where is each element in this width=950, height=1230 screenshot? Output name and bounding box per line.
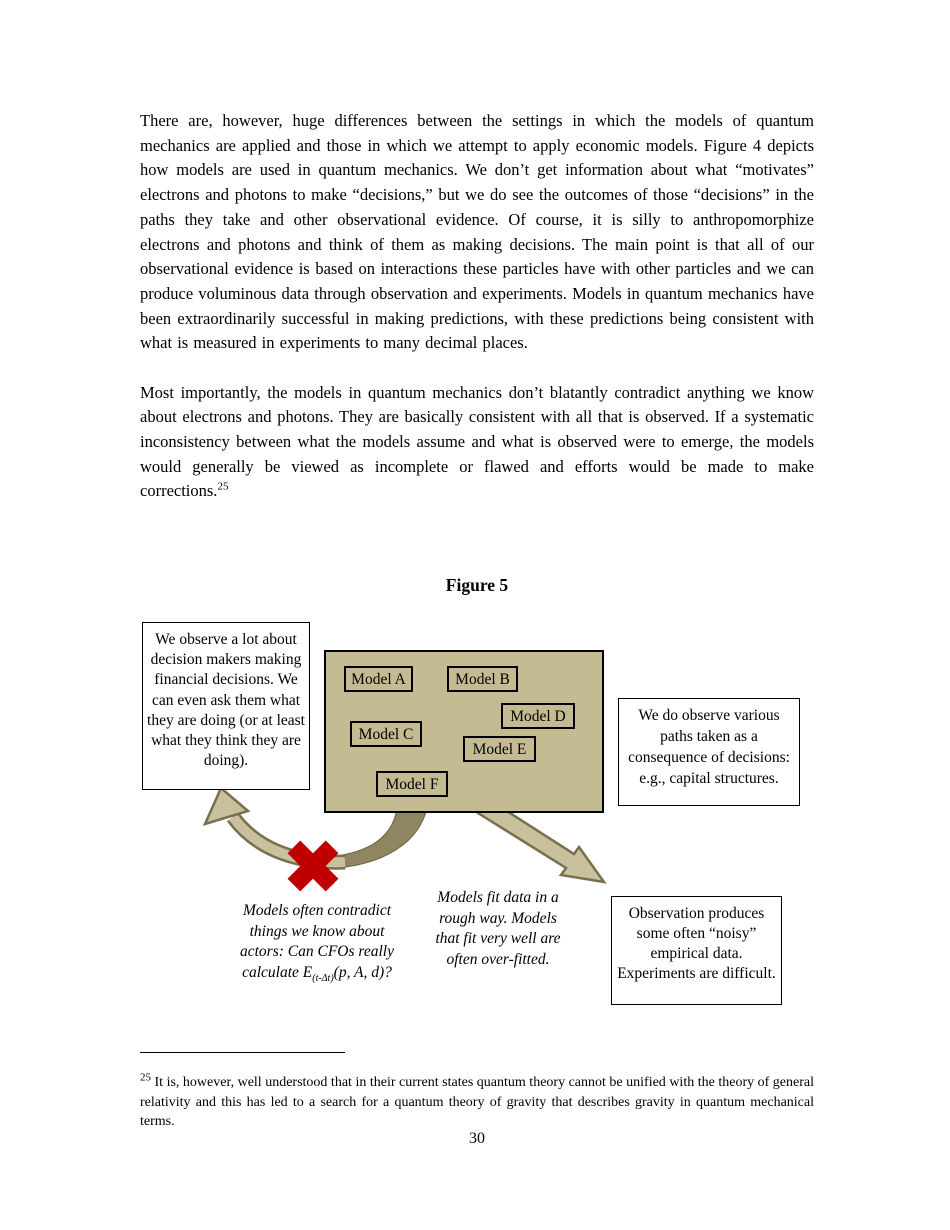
caption-mid-line-1: Models fit data in a [437, 889, 559, 906]
paragraph-2-text: Most importantly, the models in quantum … [140, 382, 814, 501]
footnote: 25 It is, however, well understood that … [140, 1071, 814, 1132]
red-x-icon [287, 840, 339, 892]
model-c-box: Model C [350, 721, 422, 747]
formula-prefix: calculate E [242, 963, 313, 981]
caption-left-formula: calculate E(t-Δt)(p, A, d)? [217, 963, 417, 990]
curved-arrow-head [202, 785, 251, 826]
caption-left-line-1: Models often contradict [242, 902, 392, 919]
caption-mid-line-4: often over-fitted. [446, 950, 550, 968]
page-number: 30 [469, 1130, 485, 1147]
curved-arrow-band [228, 813, 346, 868]
right-observation-box: We do observe various paths taken as a c… [618, 698, 800, 806]
model-d-box: Model D [501, 703, 575, 729]
figure-title: Figure 5 [445, 575, 509, 595]
caption-left-line-3: actors: Can CFOs really [240, 943, 394, 960]
left-observation-box: We observe a lot about decision makers m… [142, 622, 310, 790]
bottom-right-observation-box: Observation produces some often “noisy” … [611, 896, 782, 1005]
footnote-text: It is, however, well understood that in … [140, 1075, 814, 1129]
caption-models-fit: Models fit data in a rough way. Models t… [423, 888, 573, 970]
body-text: There are, however, huge differences bet… [140, 109, 814, 504]
model-f-box: Model F [376, 771, 448, 797]
models-container-box: Model A Model B Model D Model C Model E … [324, 650, 604, 813]
model-b-box: Model B [447, 666, 518, 692]
caption-models-contradict: Models often contradict things we know a… [217, 901, 417, 989]
footnote-separator [140, 1052, 345, 1053]
curved-arrow-band-outline [226, 812, 346, 870]
caption-mid-line-2: rough way. Models [439, 909, 557, 927]
footnote-number: 25 [140, 1071, 151, 1084]
curved-arrow-dark-segment [335, 807, 428, 869]
formula-subscript: (t-Δt) [312, 972, 334, 984]
caption-mid-line-3: that fit very well are [435, 930, 561, 947]
formula-suffix: (p, A, d)? [333, 963, 392, 981]
model-e-box: Model E [463, 736, 536, 762]
paragraph-2: Most importantly, the models in quantum … [140, 381, 814, 505]
caption-left-line-2: things we know about [249, 922, 385, 940]
footnote-reference: 25 [217, 480, 229, 493]
model-a-box: Model A [344, 666, 413, 692]
paragraph-1: There are, however, huge differences bet… [140, 111, 814, 353]
